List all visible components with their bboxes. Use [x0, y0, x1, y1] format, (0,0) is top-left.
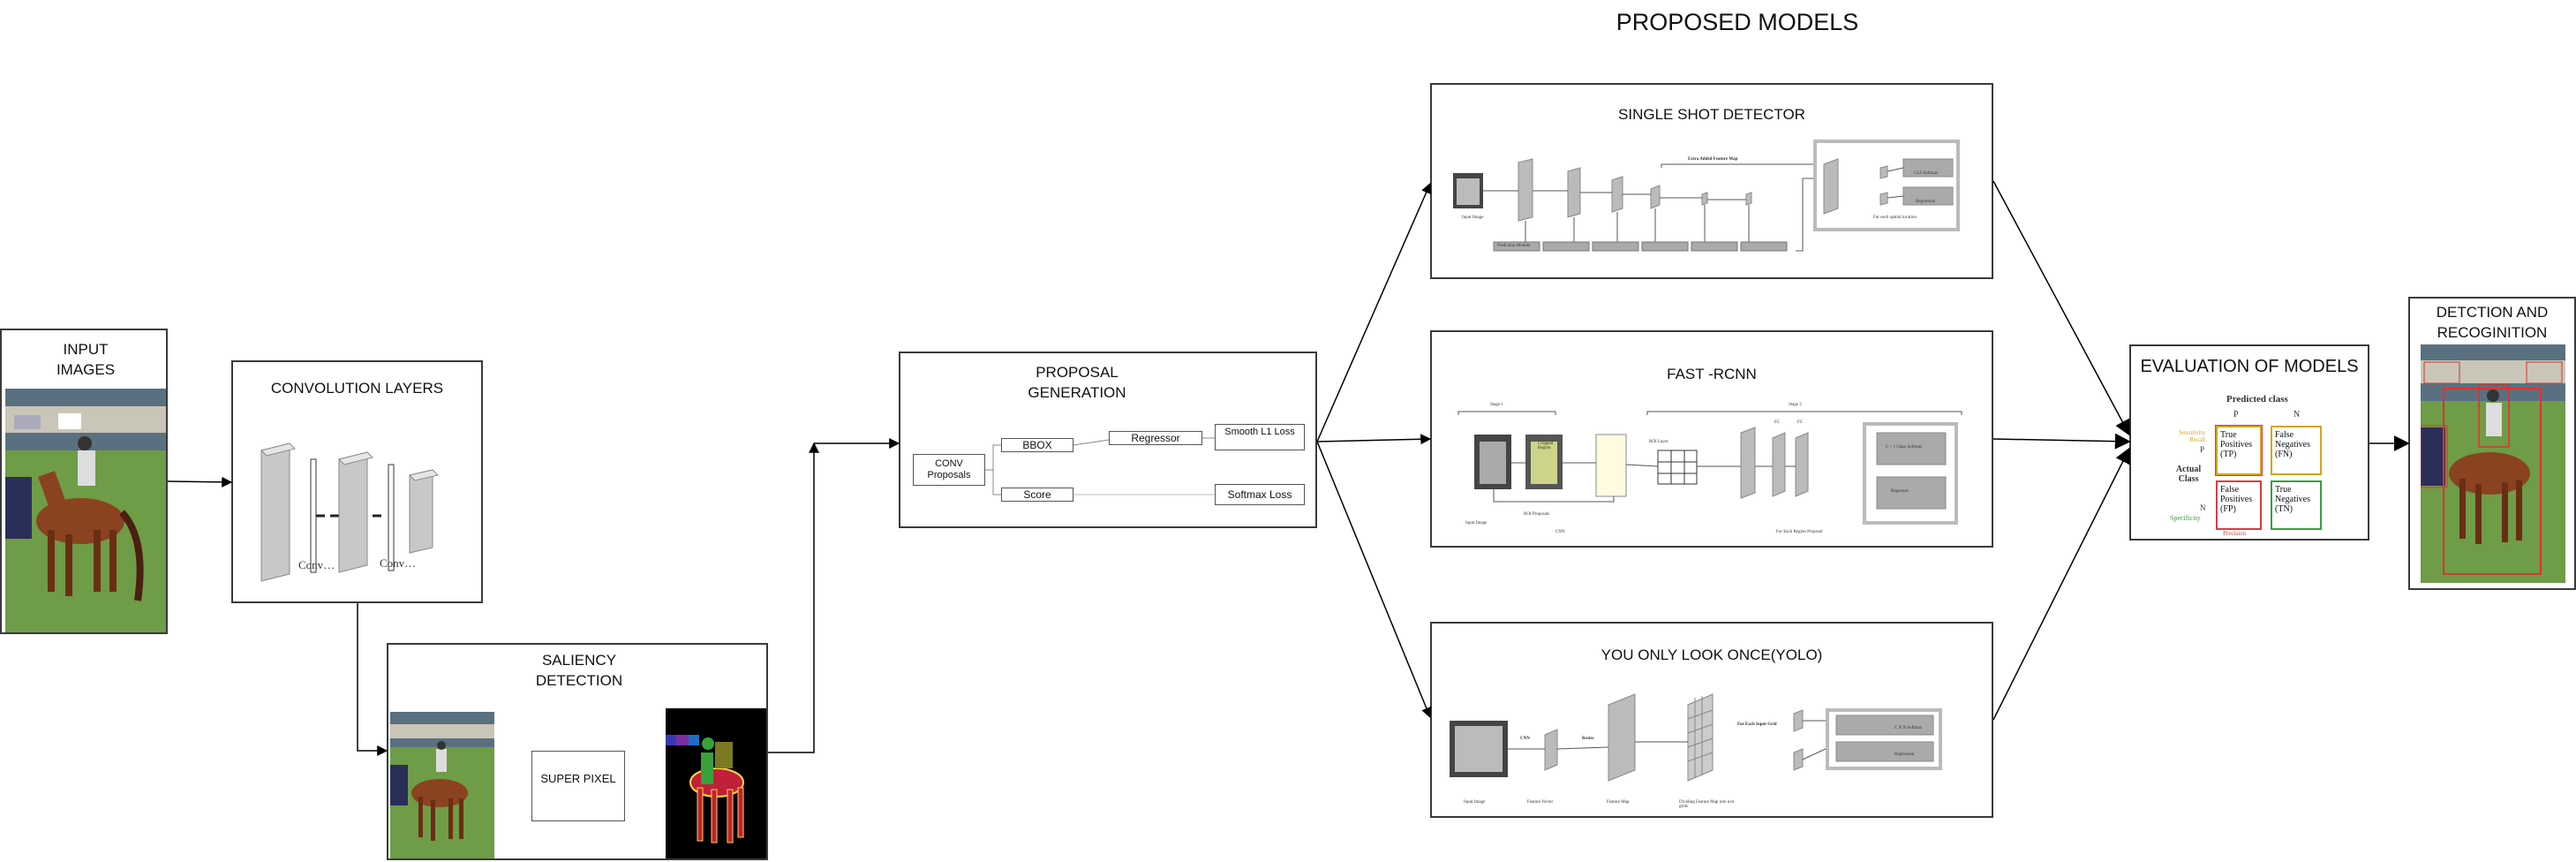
saliency-map-image [666, 708, 766, 858]
tn-cell: True Negatives (TN) [2271, 480, 2322, 530]
yolo-feature-map-label: Feature Map [1607, 800, 1630, 805]
yolo-grid-label: For Each Input Grid [1737, 722, 1777, 727]
detection-title: DETCTION AND RECOGINITION [2436, 304, 2549, 341]
fastrcnn-cnn-label: CNN [1555, 530, 1565, 534]
tp-cell: True Positives (TP) [2215, 425, 2263, 476]
yolo-cnn-label: CNN [1520, 737, 1530, 741]
softmax-box: Softmax Loss [1215, 484, 1305, 505]
yolo-feature-vector-label: Feature Vector [1527, 800, 1554, 805]
regressor-box: Regressor [1109, 431, 1202, 445]
fp-label: False Positives (FP) [2220, 485, 2253, 514]
fastrcnn-roi-proposals-label: ROI Proposals [1524, 512, 1550, 517]
regressor-label: Regressor [1131, 432, 1180, 444]
fastrcnn-architecture-graphic [1457, 411, 1962, 525]
fastrcnn-title: FAST -RCNN [1667, 366, 1757, 382]
evaluation-title: EVALUATION OF MODELS [2140, 357, 2359, 376]
yolo-architecture-graphic [1450, 693, 1942, 782]
smooth-l1-label: Smooth L1 Loss [1224, 427, 1295, 437]
fastrcnn-stage1-label: Stage 1 [1490, 403, 1503, 407]
predicted-n-label: N [2294, 410, 2301, 420]
tp-label: True Positives (TP) [2220, 430, 2253, 459]
smooth-l1-box: Smooth L1 Loss [1215, 424, 1305, 450]
ssd-regression-label: Regression [1916, 200, 1936, 204]
proposal-generation-box: PROPOSAL GENERATION CONV Proposals BBOX … [899, 352, 1317, 528]
fastrcnn-fc1-label: FC [1774, 420, 1781, 425]
ssd-per-cell-label: For each spatial location [1873, 216, 1917, 220]
conv-proposals-label: CONV Proposals [927, 458, 971, 480]
fastrcnn-input-image-label: Input Image [1465, 521, 1488, 526]
fastrcnn-cropped-label: Cropped Region [1538, 442, 1554, 450]
ssd-title: SINGLE SHOT DETECTOR [1618, 106, 1805, 123]
yolo-box: YOU ONLY LOOK ONCE(YOLO) CNN Resize For … [1430, 622, 1993, 818]
detection-box: DETCTION AND RECOGINITION [2408, 297, 2576, 590]
yolo-input-image-label: Input Image [1464, 800, 1486, 805]
fastrcnn-regressor-label: Regressor [1891, 489, 1909, 494]
superpixel-box: SUPER PIXEL [531, 751, 625, 821]
score-box: Score [1001, 488, 1073, 502]
yolo-regression-label: Regression [1894, 752, 1915, 757]
ssd-architecture-graphic [1453, 140, 1960, 252]
softmax-label: Softmax Loss [1227, 488, 1292, 501]
input-images-box: INPUT IMAGES [0, 329, 168, 634]
bbox-box: BBOX [1001, 438, 1073, 452]
yolo-resize-label: Resize [1582, 737, 1594, 741]
conv-proposals-box: CONV Proposals [913, 454, 985, 486]
precision-label: Precision [2223, 530, 2247, 537]
fastrcnn-cls-label: C + 1 Class Softmax [1886, 445, 1923, 450]
fastrcnn-roi-layer-label: ROI Layer [1649, 440, 1668, 444]
ssd-box: SINGLE SHOT DETECTOR [1430, 83, 1993, 279]
actual-n-label: N [2200, 503, 2206, 512]
page-title: PROPOSED MODELS [1616, 9, 1859, 35]
conv-label-2: Conv… [380, 556, 417, 570]
detection-photo [2421, 344, 2565, 583]
conv-stack-graphic [260, 442, 439, 582]
yolo-title: YOU ONLY LOOK ONCE(YOLO) [1601, 646, 1823, 663]
ssd-cls-softmax-label: CLS Softmax [1914, 171, 1939, 176]
predicted-p-label: P [2233, 410, 2239, 420]
fastrcnn-stage2-label: Stage 2 [1789, 403, 1802, 407]
ssd-extra-label: Extra Added Feature Map [1688, 157, 1738, 162]
convolution-layers-title: CONVOLUTION LAYERS [270, 380, 444, 397]
evaluation-box: EVALUATION OF MODELS Predicted class P N… [2129, 344, 2369, 541]
input-images-title: INPUT IMAGES [56, 341, 116, 378]
input-photo [5, 389, 166, 632]
saliency-detection-title: SALIENCY DETECTION [535, 652, 623, 689]
fastrcnn-fc2-label: FC [1797, 420, 1804, 425]
saliency-input-photo [390, 712, 494, 858]
convolution-layers-box: CONVOLUTION LAYERS Conv… Conv… [231, 360, 483, 603]
specificity-label: Specificity [2170, 514, 2201, 522]
fn-cell: False Negatives (FN) [2271, 426, 2322, 475]
ssd-prediction-label: Prediction Module [1497, 244, 1531, 248]
fastrcnn-box: FAST -RCNN Stage 1 Stage 2 Input Image R… [1430, 330, 1993, 548]
score-label: Score [1023, 488, 1051, 501]
fn-label: False Negatives (FN) [2275, 430, 2310, 459]
yolo-dividing-label: Dividing Feature Map into nxn grids [1679, 800, 1735, 809]
yolo-softmax-label: C X N Softmax [1894, 726, 1923, 730]
actual-p-label: P [2200, 445, 2205, 454]
bbox-label: BBOX [1022, 439, 1052, 451]
conv-label-1: Conv… [298, 558, 335, 571]
proposal-generation-title: PROPOSAL GENERATION [1028, 364, 1126, 401]
fp-cell: False Positives (FP) [2216, 480, 2262, 530]
ssd-input-image-label: Input Image [1462, 216, 1484, 220]
saliency-detection-box: SALIENCY DETECTION SUPER PIXEL [387, 643, 768, 860]
superpixel-label: SUPER PIXEL [540, 772, 616, 785]
proposal-connectors [985, 437, 1215, 495]
fastrcnn-per-region-label: For Each Region Proposal [1776, 530, 1823, 534]
actual-class-label: Actual Class [2175, 465, 2202, 484]
sensitivity-label: Sensitivity Recall [2179, 429, 2205, 443]
tn-label: True Negatives (TN) [2275, 485, 2310, 514]
predicted-class-label: Predicted class [2226, 394, 2288, 405]
